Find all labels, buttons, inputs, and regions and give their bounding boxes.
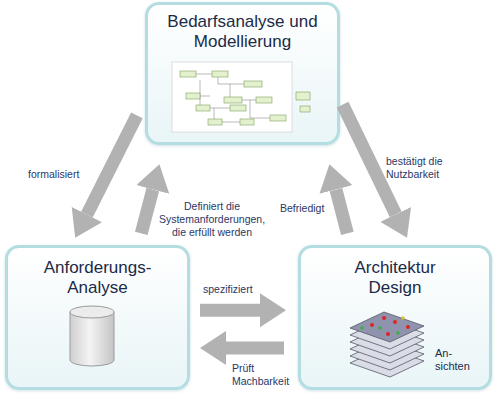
flow-arrow <box>200 304 260 317</box>
flow-arrow <box>226 341 284 354</box>
box-title: Architektur Design <box>341 258 449 299</box>
arrow-label: Befriedigt <box>280 202 340 215</box>
arrow-label: Definiert die Systemanforderungen, die e… <box>152 200 272 239</box>
flow-arrow <box>141 189 153 233</box>
process-box: Architektur DesignAn- sichten <box>298 245 492 390</box>
box-note: An- sichten <box>435 347 475 373</box>
box-title: Anforderungs- Analyse <box>33 258 162 299</box>
arrow-label: Prüft Machbarkeit <box>232 362 302 388</box>
process-box: Anforderungs- Analyse <box>5 245 190 390</box>
arrow-label: spezifiziert <box>203 283 283 296</box>
arrow-label: formalisiert <box>28 168 98 181</box>
flow-arrow <box>87 115 137 214</box>
box-title: Bedarfsanalyse und Modellierung <box>158 12 327 53</box>
process-box: Bedarfsanalyse und Modellierung <box>145 2 340 145</box>
arrow-label: bestätigt die Nutzbarkeit <box>386 155 466 181</box>
flow-arrow <box>336 190 347 234</box>
